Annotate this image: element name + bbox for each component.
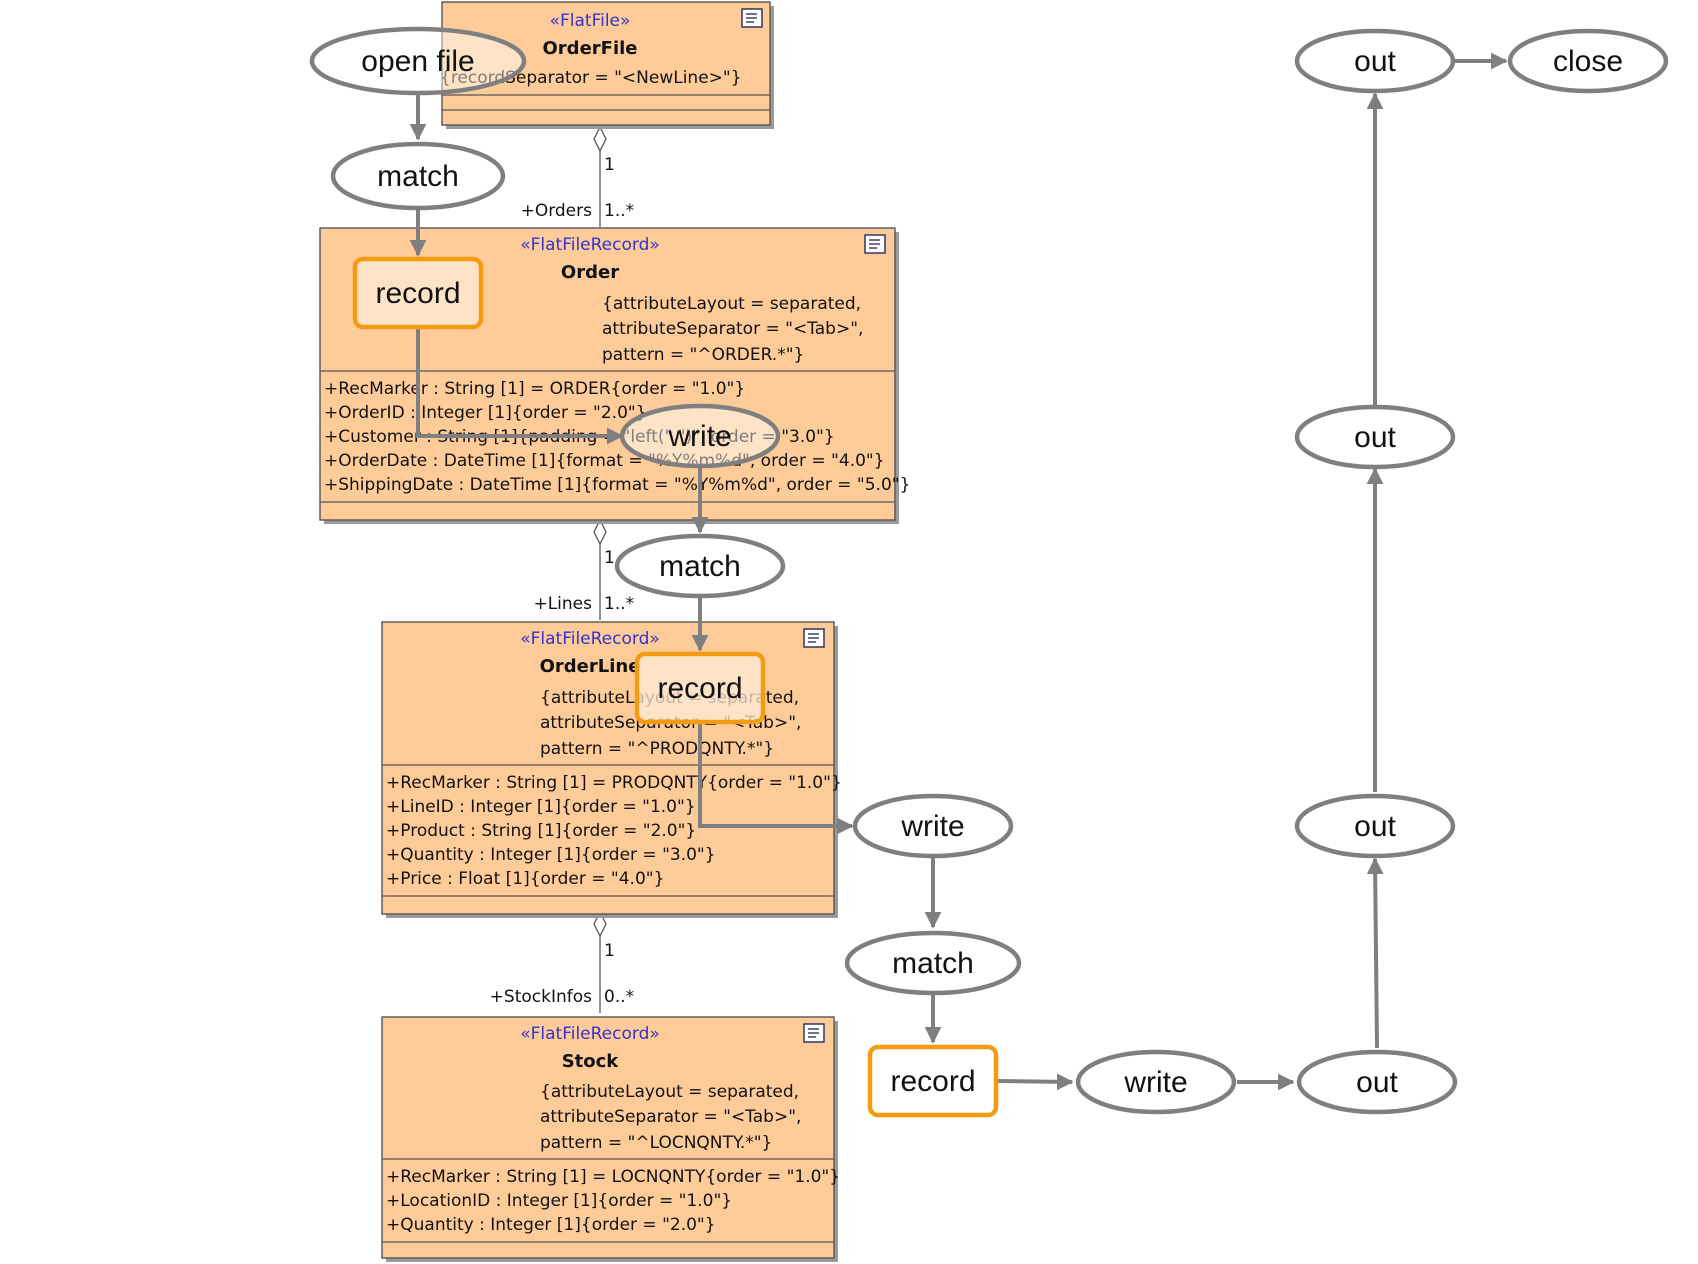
assoc-lines-upper: 1: [604, 548, 615, 568]
aggregation-diamond: [593, 125, 607, 153]
document-icon: [803, 1023, 825, 1043]
node-label: out: [1354, 45, 1396, 78]
arrow-record-write: [996, 1073, 1074, 1091]
class-constraint-line: pattern = "^PRODQNTY.*"}: [540, 739, 774, 759]
class-attribute: +ShippingDate : DateTime [1]{format = "%…: [324, 475, 910, 495]
class-name: Stock: [562, 1051, 620, 1072]
flow-node-out-4[interactable]: out: [1294, 28, 1456, 94]
class-attribute: +OrderDate : DateTime [1]{format = "%Y%m…: [324, 451, 885, 471]
class-attribute: +Quantity : Integer [1]{order = "2.0"}: [386, 1215, 716, 1235]
node-label: write: [1123, 1066, 1187, 1099]
flow-node-write-3[interactable]: write: [1075, 1049, 1237, 1115]
class-attribute: +Product : String [1]{order = "2.0"}: [386, 821, 696, 841]
node-label: match: [659, 550, 741, 583]
class-attribute: +OrderID : Integer [1]{order = "2.0"}: [324, 403, 647, 423]
class-attribute: +RecMarker : String [1] = LOCNQNTY{order…: [386, 1167, 840, 1187]
node-label: record: [375, 277, 460, 310]
aggregation-diamond: [593, 518, 607, 546]
node-label: out: [1354, 810, 1396, 843]
class-stereotype: «FlatFileRecord»: [520, 629, 660, 649]
flow-node-out-3[interactable]: out: [1294, 404, 1456, 470]
uml-class-orderfile[interactable]: «FlatFile» OrderFile {recordSeparator = …: [440, 1, 774, 129]
class-name: Order: [561, 262, 619, 283]
flow-node-open-file[interactable]: open file: [309, 26, 527, 96]
class-constraint-line: pattern = "^ORDER.*"}: [602, 345, 804, 365]
document-icon: [864, 234, 886, 254]
document-icon: [741, 8, 763, 28]
assoc-stockinfos-role: +StockInfos: [490, 987, 592, 1007]
class-attribute: +Quantity : Integer [1]{order = "3.0"}: [386, 845, 716, 865]
class-stereotype: «FlatFileRecord»: [520, 235, 660, 255]
class-constraint-line: {attributeLayout = separated,: [540, 1082, 799, 1102]
association-lines: 1 +Lines 1..*: [533, 518, 634, 620]
node-label: open file: [361, 45, 474, 78]
assoc-stockinfos-lower: 0..*: [604, 987, 634, 1007]
flow-node-close[interactable]: close: [1507, 28, 1669, 94]
flow-node-match-2[interactable]: match: [614, 533, 786, 599]
class-constraint-line: attributeSeparator = "<Tab>",: [540, 1107, 801, 1127]
arrow-record-write: [416, 327, 624, 445]
assoc-stockinfos-upper: 1: [604, 941, 615, 961]
node-label: write: [667, 420, 731, 453]
association-orders: 1 +Orders 1..*: [521, 125, 634, 227]
assoc-lines-role: +Lines: [533, 594, 592, 614]
class-constraint-line: {attributeLayout = separated,: [602, 294, 861, 314]
class-constraint-line: attributeSeparator = "<Tab>",: [602, 319, 863, 339]
flow-node-match-3[interactable]: match: [844, 930, 1022, 996]
flow-node-out-1[interactable]: out: [1296, 1049, 1458, 1115]
flow-node-record-3[interactable]: record: [867, 1044, 999, 1118]
assoc-orders-upper: 1: [604, 155, 615, 175]
class-attribute: +RecMarker : String [1] = ORDER{order = …: [324, 379, 745, 399]
flow-node-record-2[interactable]: record: [634, 651, 766, 725]
class-attribute: +RecMarker : String [1] = PRODQNTY{order…: [386, 773, 842, 793]
node-label: out: [1354, 421, 1396, 454]
flow-node-out-2[interactable]: out: [1294, 793, 1456, 859]
node-label: match: [892, 947, 974, 980]
node-label: write: [900, 810, 964, 843]
node-label: close: [1553, 45, 1623, 78]
class-attribute: +Price : Float [1]{order = "4.0"}: [386, 869, 664, 889]
association-stockinfos: 1 +StockInfos 0..*: [490, 910, 634, 1013]
flow-arrows: [409, 52, 1508, 1091]
assoc-orders-lower: 1..*: [604, 201, 634, 221]
class-constraint-line: pattern = "^LOCNQNTY.*"}: [540, 1133, 772, 1153]
flow-node-record-1[interactable]: record: [352, 256, 484, 330]
class-name: OrderFile: [543, 38, 638, 59]
node-label: match: [377, 160, 459, 193]
node-label: out: [1356, 1066, 1398, 1099]
flow-node-write-1[interactable]: write: [619, 403, 781, 469]
class-stereotype: «FlatFileRecord»: [520, 1024, 660, 1044]
class-stereotype: «FlatFile»: [550, 11, 631, 31]
arrow-record-write: [698, 722, 854, 835]
uml-class-orderline[interactable]: «FlatFileRecord» OrderLine {attributeLay…: [381, 621, 842, 918]
document-icon: [803, 628, 825, 648]
assoc-lines-lower: 1..*: [604, 594, 634, 614]
class-attribute: +LineID : Integer [1]{order = "1.0"}: [386, 797, 696, 817]
class-name: OrderLine: [540, 656, 641, 677]
flow-node-write-2[interactable]: write: [852, 793, 1014, 859]
node-label: record: [657, 672, 742, 705]
flow-node-match-1[interactable]: match: [330, 141, 506, 211]
class-attribute: +LocationID : Integer [1]{order = "1.0"}: [386, 1191, 732, 1211]
node-label: record: [890, 1065, 975, 1098]
assoc-orders-role: +Orders: [521, 201, 593, 221]
uml-class-stock[interactable]: «FlatFileRecord» Stock {attributeLayout …: [381, 1016, 840, 1262]
arrow-out-out: [1366, 857, 1384, 1049]
